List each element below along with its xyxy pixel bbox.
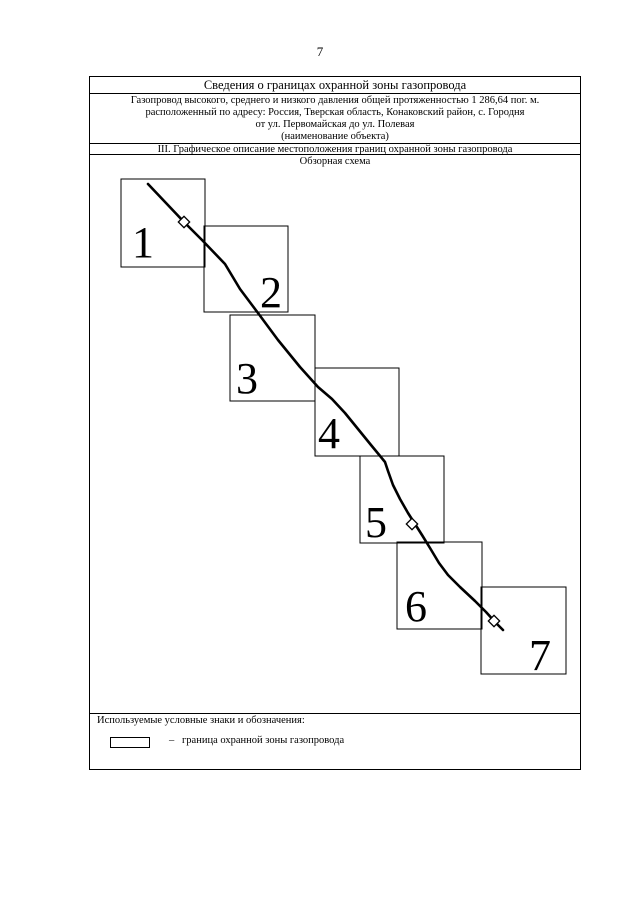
sheet-number-1: 1 [132, 218, 154, 267]
description-line: Газопровод высокого, среднего и низкого … [130, 95, 540, 106]
sheet-frame-5 [359, 455, 445, 544]
sheet-number-5: 5 [365, 498, 387, 547]
description-line: от ул. Первомайская до ул. Полевая [255, 119, 415, 130]
legend-title: Используемые условные знаки и обозначени… [97, 715, 305, 726]
sheet-number-2: 2 [260, 268, 282, 317]
sheet-number-7: 7 [529, 631, 551, 680]
pipeline-marker [405, 517, 419, 531]
legend-dash: – [169, 735, 175, 746]
object-description: Газопровод высокого, среднего и низкого … [90, 94, 580, 144]
sheet-number-6: 6 [405, 582, 427, 631]
description-line: расположенный по адресу: Россия, Тверска… [145, 107, 525, 118]
sheet-frame-2 [203, 225, 289, 313]
scheme-label: Обзорная схема [299, 156, 371, 167]
gas-pipeline-route [146, 182, 505, 632]
legend-divider [90, 713, 580, 714]
sheet-number-4: 4 [318, 409, 340, 458]
zone-boundary-symbol [110, 737, 150, 748]
sheet-frame-7 [480, 586, 567, 675]
sheet-number-3: 3 [236, 354, 258, 403]
overview-scheme: 1 2 3 4 5 6 7 [120, 178, 567, 680]
zone-boundary-label: граница охранной зоны газопровода [182, 735, 345, 746]
section-title: III. Графическое описание местоположения… [90, 144, 580, 155]
form-title: Сведения о границах охранной зоны газопр… [90, 77, 580, 94]
pipeline-marker [177, 215, 191, 229]
sheet-frame-1 [120, 178, 206, 268]
page-number: 7 [316, 44, 324, 59]
sheet-frame-3 [229, 314, 316, 402]
pipeline-marker [487, 614, 501, 628]
object-name-caption: (наименование объекта) [281, 131, 389, 142]
form-frame: Сведения о границах охранной зоны газопр… [89, 76, 581, 770]
sheet-frame-6 [396, 541, 483, 630]
sheet-frame-4 [314, 367, 400, 457]
